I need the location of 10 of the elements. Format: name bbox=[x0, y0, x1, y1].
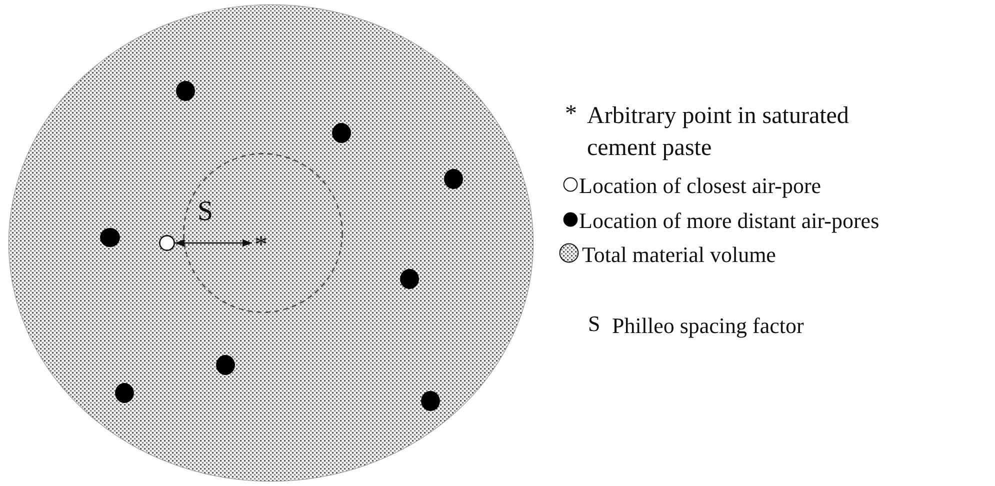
double-arrow bbox=[175, 239, 252, 247]
legend-symbol: * bbox=[565, 100, 577, 128]
legend-text: Total material volume bbox=[582, 241, 776, 269]
edge-label: S bbox=[198, 197, 214, 227]
point-marker: * bbox=[252, 232, 270, 258]
legend-text: Arbitrary point in saturated cement paste bbox=[587, 102, 850, 163]
legend-symbol: S bbox=[588, 310, 600, 338]
legend-text: Location of more distant air-pores bbox=[579, 207, 880, 235]
legend-text: Location of closest air-pore bbox=[579, 172, 822, 200]
legend-text: Philleo spacing factor bbox=[612, 312, 804, 340]
